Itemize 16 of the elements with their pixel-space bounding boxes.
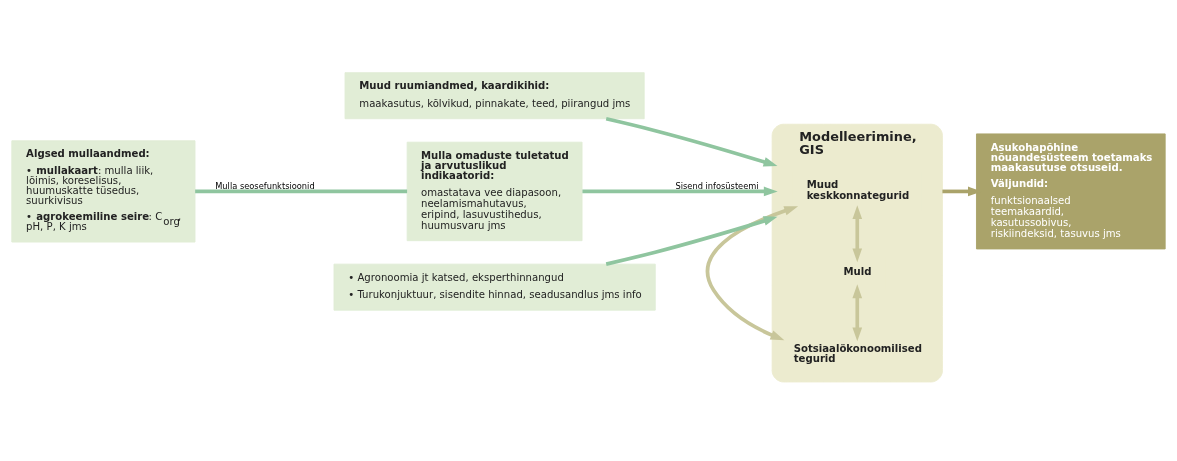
node-box: Muud ruumiandmed, kaardikihid: maakasutus, kõlvikud, pinnakate, teed, piirangud jms [344, 71, 645, 119]
node-text: Sotsiaalökonoomilised tegurid [793, 342, 922, 364]
arrow [852, 283, 863, 341]
node-box: Mulla omaduste tuletatud ja arvutuslikud indikaatorid: omastatava vee diapasoon, neelamismahutavus, eripind, lasuvustihedus, huumusvaru jms [406, 141, 583, 241]
arrow [705, 205, 799, 340]
arrow [852, 204, 863, 262]
edge-label: Mulla seosefunktsioonid [215, 180, 315, 191]
node-text: Muud keskkonnategurid [806, 178, 910, 201]
arrow [605, 215, 778, 266]
node-box: • Agronoomia jt katsed, eksperthinnangud • Turukonjuktuur, sisendite hinnad, seadusandlus jms info [333, 263, 656, 311]
arrow [582, 186, 778, 196]
node-text: Muld [843, 265, 872, 277]
edge-label: Sisend infosüsteemi [675, 180, 759, 191]
arrow [605, 116, 778, 167]
connector [195, 189, 408, 193]
node-box: Asukohapõhine nõuandesüsteem toetamaks maakasutuse otsuseid. Väljundid: funktsionaalsed teemakaardid, kasutussobivus, riskiindeksid, tasuvus jms [976, 132, 1166, 249]
